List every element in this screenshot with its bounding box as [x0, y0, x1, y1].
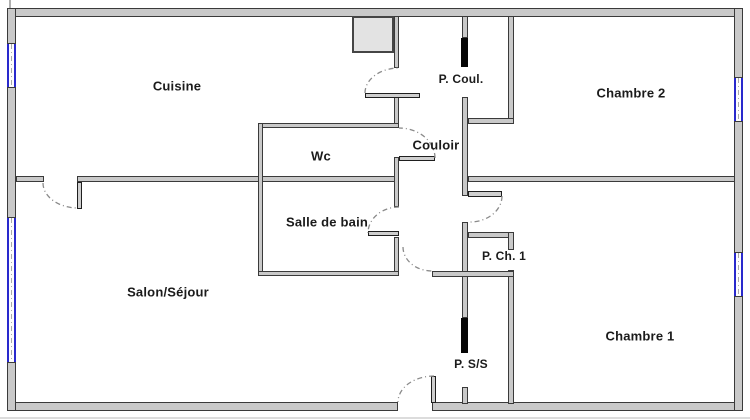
wall-wc-right — [394, 157, 399, 207]
door-leaf-sdb — [368, 231, 399, 236]
wall-chambre1-left — [508, 270, 514, 404]
door-leaf-wc — [399, 156, 435, 161]
door-arc-sdb — [367, 206, 400, 234]
door-leaf-cuisine-couloir — [365, 93, 420, 98]
exterior-wall-left-middle — [7, 87, 16, 218]
door-label-p-coul: P. Coul. — [438, 72, 484, 86]
wall-divider-left-stub — [16, 176, 44, 182]
wall-wc-top — [258, 123, 399, 128]
wall-couloir-right-3 — [462, 222, 468, 318]
wall-vestibule-bottom — [432, 271, 514, 277]
window-salon — [7, 218, 16, 362]
exterior-wall-right-lower — [734, 296, 743, 411]
door-arc-chambre1-nook — [469, 195, 503, 223]
exterior-wall-right-upper — [734, 8, 743, 78]
door-arc-entry — [397, 375, 435, 403]
bottom-border-strip — [0, 417, 750, 419]
wall-couloir-right-2 — [462, 97, 468, 196]
room-label-salle-de-bain: Salle de bain — [285, 214, 369, 230]
exterior-wall-left-upper — [7, 8, 16, 44]
edge-artifact-tick — [9, 0, 11, 8]
room-label-chambre-1: Chambre 1 — [605, 328, 675, 344]
wall-closet-bottom — [468, 118, 514, 124]
wall-wc-sdb-left — [258, 123, 263, 276]
window-chambre-2 — [734, 78, 743, 121]
exterior-wall-right-middle — [734, 121, 743, 253]
door-leaf-entry — [431, 376, 436, 403]
door-leaf-chambre1-nook — [468, 191, 502, 197]
wall-divider-main — [77, 176, 399, 182]
wall-cuisine-right-upper — [394, 16, 399, 68]
window-cuisine — [7, 44, 16, 87]
door-arc-couloir-salon — [402, 246, 433, 272]
sliding-door-p-ss — [461, 318, 468, 353]
door-leaf-cuisine — [77, 182, 82, 209]
room-label-salon-sejour: Salon/Séjour — [127, 284, 209, 300]
wall-sdb-right — [394, 237, 399, 272]
exterior-wall-left-lower — [7, 362, 16, 411]
wall-couloir-right-1 — [462, 16, 468, 38]
wall-sdb-bottom — [258, 271, 399, 276]
sliding-door-p-coul — [461, 38, 468, 67]
door-arc-cuisine-couloir — [364, 67, 400, 94]
duct-shaft — [352, 16, 394, 53]
wall-divider-chambres — [468, 176, 735, 182]
exterior-wall-bottom-right — [432, 402, 743, 411]
wall-couloir-right-4 — [462, 387, 468, 404]
room-label-cuisine: Cuisine — [152, 78, 202, 94]
door-arc-cuisine — [42, 182, 79, 209]
room-label-couloir: Couloir — [412, 137, 460, 153]
door-label-p-ch-1: P. Ch. 1 — [481, 249, 527, 263]
wall-closet-right — [508, 16, 514, 123]
door-label-p-s-s: P. S/S — [454, 357, 488, 371]
exterior-wall-bottom-left — [7, 402, 398, 411]
window-chambre-1 — [734, 253, 743, 296]
room-label-wc: Wc — [311, 148, 331, 164]
room-label-chambre-2: Chambre 2 — [596, 85, 666, 101]
wall-chambre1-left-stub — [508, 232, 514, 250]
